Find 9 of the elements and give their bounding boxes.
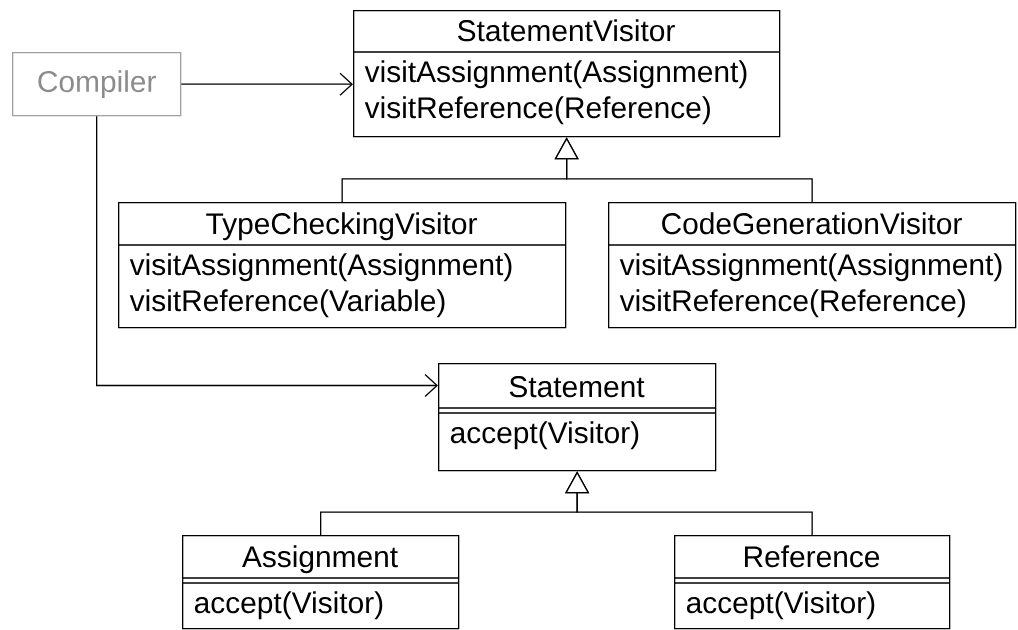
association-arrow (180, 72, 353, 96)
class-box: Statement accept(Visitor) (437, 363, 717, 472)
class-box: Reference accept(Visitor) (673, 535, 951, 630)
class-box: Assignment accept(Visitor) (181, 535, 460, 630)
association-arrow (96, 115, 438, 398)
class-box: StatementVisitor visitAssignment(Assignment) visitReference(Reference) (352, 10, 781, 138)
class-box: CodeGenerationVisitor visitAssignment(Assignment) visitReference(Reference) (607, 202, 1017, 329)
class-box: TypeCheckingVisitor visitAssignment(Assignment) visitReference(Variable) (117, 202, 567, 329)
actor-box: Compiler (12, 52, 182, 117)
